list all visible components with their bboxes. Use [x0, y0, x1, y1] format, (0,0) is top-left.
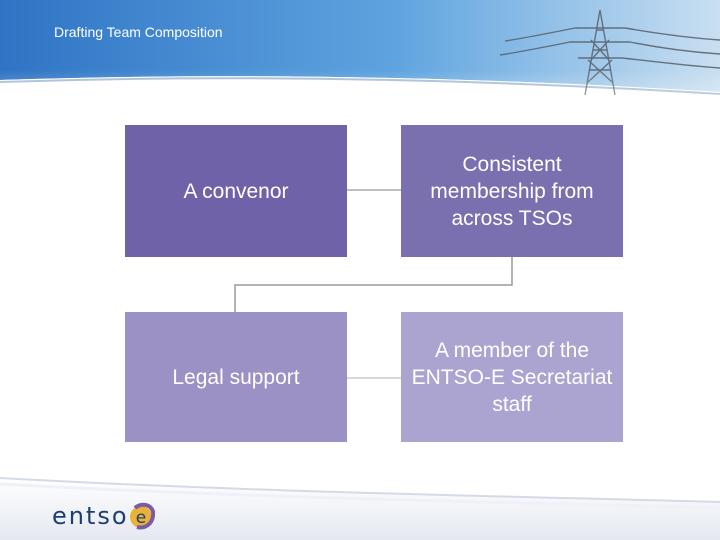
footer-band — [0, 462, 720, 540]
header-banner: Drafting Team Composition — [0, 0, 720, 100]
box-consistent-membership: Consistent membership from across TSOs — [401, 125, 623, 257]
entsoe-logo: entso e — [52, 498, 155, 534]
header-background — [0, 0, 720, 100]
box-legal-support: Legal support — [125, 312, 347, 442]
logo-e-icon: e — [129, 502, 155, 530]
logo-text: entso — [52, 502, 129, 530]
slide-title: Drafting Team Composition — [54, 24, 223, 40]
box-convenor-label: A convenor — [183, 179, 289, 203]
box-secretariat-member: A member of the ENTSO-E Secretariat staf… — [401, 312, 623, 442]
connector-elbow — [234, 257, 513, 312]
box-consistent-membership-label: Consistent membership from across TSOs — [430, 152, 594, 230]
logo-e-letter: e — [135, 508, 145, 528]
footer-background — [0, 477, 720, 540]
box-secretariat-member-label: A member of the ENTSO-E Secretariat staf… — [411, 338, 613, 416]
box-convenor: A convenor — [125, 125, 347, 257]
box-legal-support-label: Legal support — [172, 365, 300, 389]
